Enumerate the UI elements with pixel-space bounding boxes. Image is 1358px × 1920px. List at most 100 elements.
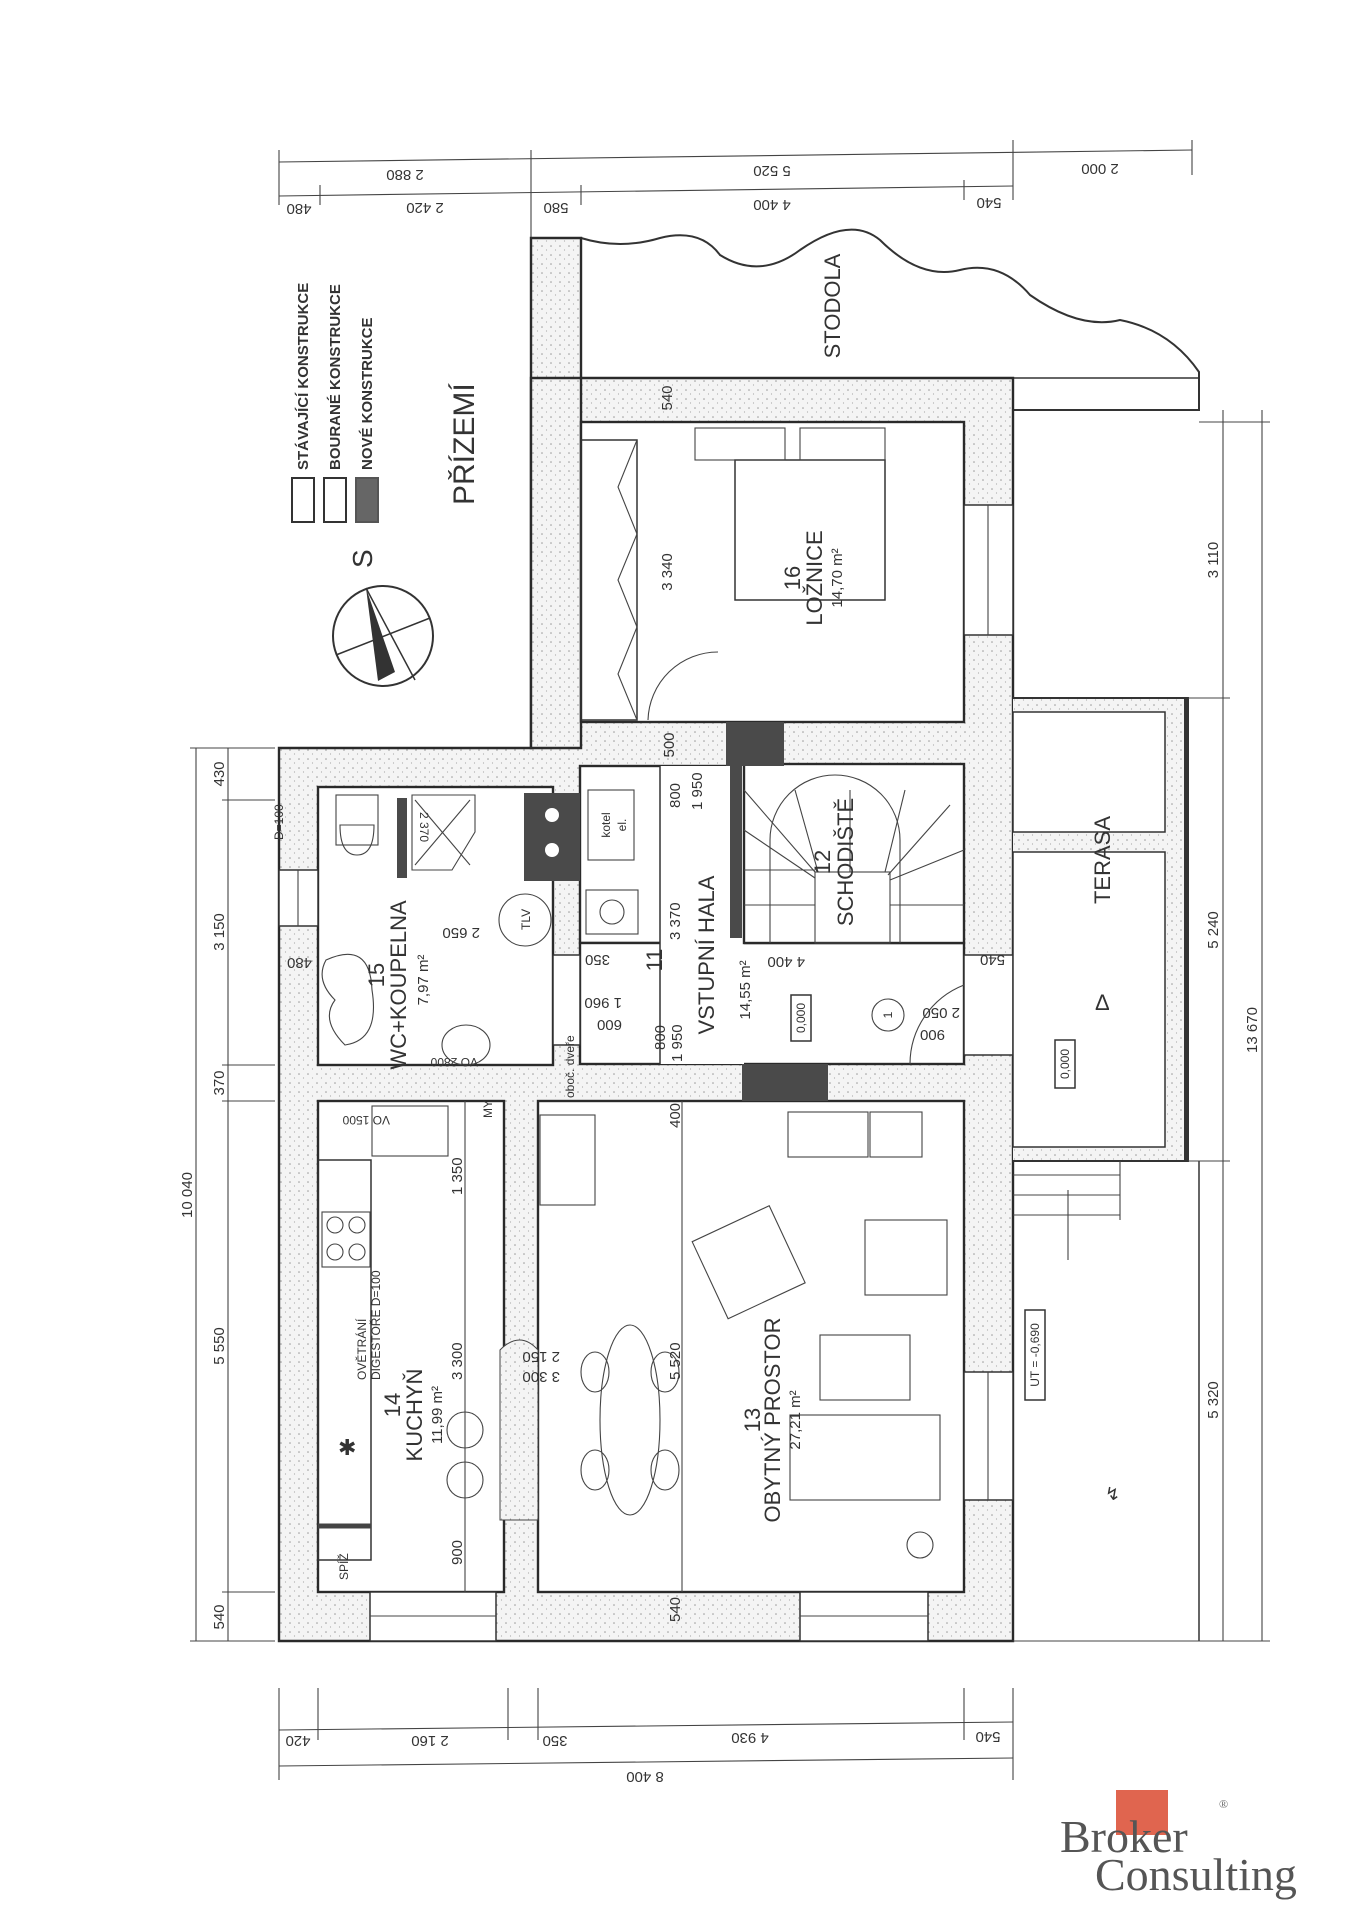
annot-vo2800: VO 2800: [430, 1055, 478, 1069]
level-terrace: 0,000: [1058, 1049, 1072, 1079]
annot-d100: D=100: [272, 804, 286, 840]
legend-existing: STÁVAJÍCÍ KONSTRUKCE: [295, 283, 312, 470]
dim-bottom-inner: 540: [975, 1728, 1000, 1745]
level-marker-icon: Δ: [1095, 990, 1110, 1015]
dim-bath-480: 480: [287, 954, 312, 971]
bathroom-area: 7,97 m²: [415, 955, 432, 1006]
dim-800b: 800: [652, 1025, 669, 1050]
annot-dishwasher: MY: [481, 1100, 495, 1118]
legend-demolished: BOURANÉ KONSTRUKCE: [327, 284, 344, 470]
stairs-name: SCHODIŠTĚ: [833, 798, 858, 926]
bedroom-furniture: [580, 427, 886, 721]
dim-top-inner: 480: [286, 200, 311, 217]
dim-bottom-inner: 350: [542, 1732, 567, 1749]
legend-swatch-existing: [291, 477, 315, 523]
dim-top-inner: 540: [976, 194, 1001, 211]
bathroom-number: 15: [364, 963, 389, 987]
room-bedroom: [579, 420, 966, 724]
dim-540b: 540: [980, 951, 1005, 968]
hall-area: 14,55 m²: [737, 960, 754, 1019]
dim-1960: 1 960: [584, 994, 622, 1011]
slope-arrow-icon: ↯: [1105, 1484, 1120, 1504]
new-wall: [524, 793, 580, 881]
barn-label: STODOLA: [820, 253, 845, 358]
dim-2050: 2 050: [922, 1004, 960, 1021]
level-hall: 0,000: [794, 1003, 808, 1033]
dim-350: 350: [585, 951, 610, 968]
room-living: [536, 1099, 966, 1594]
outer-walls-wing: [529, 376, 583, 750]
new-wall: [397, 798, 407, 878]
dim-wall-540: 540: [659, 385, 676, 410]
annot-pantry: SPÍŽ: [336, 1553, 351, 1580]
dim-right-inner: 3 110: [1205, 542, 1222, 578]
dim-right-outer: 13 670: [1244, 1007, 1261, 1053]
dim-k-900: 900: [449, 1540, 466, 1565]
dim-bedroom-width: 3 340: [659, 553, 676, 591]
dim-bottom-outer: 8 400: [626, 1768, 664, 1785]
legend-swatch-demolished: [323, 477, 347, 523]
living-furniture: [499, 1111, 948, 1559]
annot-shower: 2 370: [417, 812, 431, 842]
kitchen-name: KUCHYŇ: [402, 1369, 427, 1462]
dimensions-left: 430 3 150 370 5 550 540 10 040: [179, 747, 275, 1642]
dim-top-inner: 4 400: [753, 196, 791, 213]
annot-hood-2: DIGESTOŘE D=100: [368, 1270, 383, 1380]
hall-number: 11: [642, 949, 667, 972]
living-number: 13: [740, 1408, 765, 1432]
page-title: PŘÍZEMÍ: [448, 383, 481, 505]
legend-new: NOVÉ KONSTRUKCE: [359, 317, 376, 470]
logo-line1: Broker: [1060, 1811, 1188, 1862]
dim-l-3300: 3 300: [522, 1368, 560, 1385]
room-kitchen: [316, 1099, 506, 1594]
dim-stair-4400: 4 400: [767, 953, 805, 970]
terrain-level: UT = -0,690: [1028, 1323, 1042, 1387]
annot-tlv: TLV: [519, 909, 533, 930]
legend-swatch-new: [355, 477, 379, 523]
dim-left-inner: 540: [211, 1604, 228, 1629]
dim-top-outer: 5 520: [753, 162, 791, 179]
legend: STÁVAJÍCÍ KONSTRUKCE BOURANÉ KONSTRUKCE …: [291, 283, 379, 523]
door-mark: 1: [881, 1011, 895, 1018]
staircase: [743, 774, 965, 944]
dimensions-top: 2 880 5 520 2 000 480 2 420 580 4 400 54…: [278, 140, 1193, 240]
dim-k-1350: 1 350: [449, 1157, 466, 1195]
annot-hood-1: OVĚTRÁNÍ: [354, 1318, 369, 1380]
dim-top-inner: 2 420: [406, 199, 444, 216]
annot-door-note: oboč. dveře: [563, 1035, 577, 1098]
compass-icon: S: [332, 549, 434, 687]
barn-outline: [530, 228, 1200, 423]
compass-label: S: [347, 549, 378, 568]
bedroom-area: 14,70 m²: [829, 548, 846, 607]
dim-left-inner: 370: [211, 1070, 228, 1095]
kitchen-area: 11,99 m²: [429, 1386, 446, 1444]
dim-600: 600: [597, 1016, 622, 1033]
door-mark-icon: [871, 998, 905, 1032]
living-area: 27,21 m²: [787, 1390, 804, 1449]
new-wall: [726, 722, 784, 766]
room-bathroom: [316, 785, 555, 1067]
ceiling-light-icon: ✱: [338, 1435, 356, 1460]
dim-left-inner: 5 550: [211, 1327, 228, 1365]
dim-bottom-inner: 420: [285, 1732, 310, 1749]
room-stairs: [742, 762, 966, 945]
dim-top-inner: 580: [543, 199, 568, 216]
dim-400: 400: [667, 1103, 684, 1128]
dim-3370: 3 370: [667, 902, 684, 940]
dim-l-5520: 5 520: [667, 1342, 684, 1380]
dim-left-inner: 3 150: [211, 913, 228, 951]
bedroom-name: LOŽNICE: [802, 530, 827, 625]
kitchen-counter: ✱: [317, 1105, 484, 1561]
stairs-number: 12: [810, 850, 835, 874]
dim-k-3300: 3 300: [449, 1342, 466, 1380]
dim-l-2150: 2 150: [522, 1348, 560, 1365]
dim-bottom-inner: 4 930: [731, 1729, 769, 1746]
plant-icon: [906, 1531, 934, 1559]
hall-name: VSTUPNÍ HALA: [694, 875, 719, 1034]
annot-boiler-sub: el.: [615, 819, 629, 832]
dim-right-inner: 5 320: [1205, 1381, 1222, 1419]
dim-bath-2650: 2 650: [442, 924, 480, 941]
windows: [278, 504, 1014, 1642]
dim-right-inner: 5 240: [1205, 911, 1222, 949]
broker-consulting-logo: Broker ® Consulting: [1060, 1790, 1297, 1900]
